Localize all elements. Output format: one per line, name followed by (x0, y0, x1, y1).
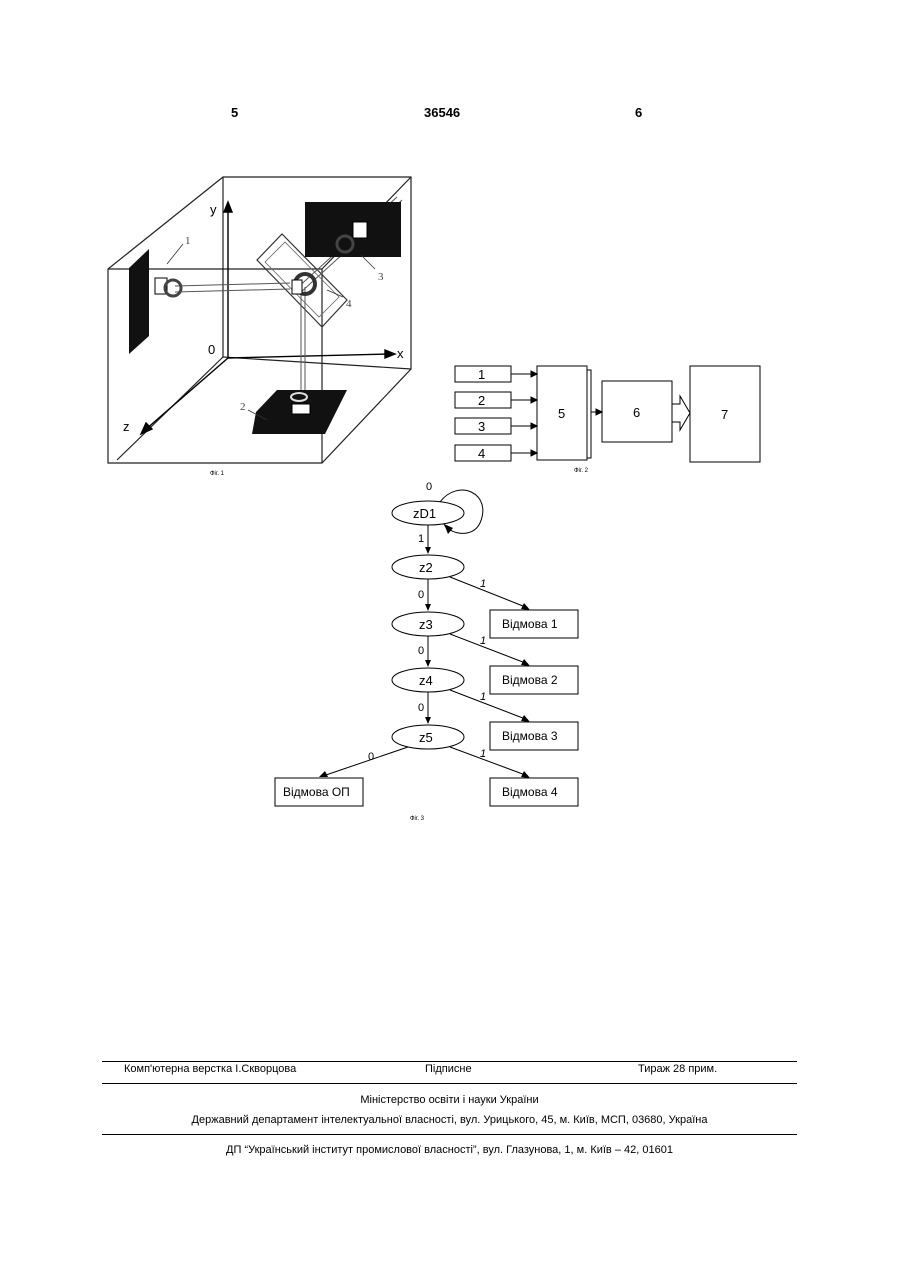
footer-rule-bottom (102, 1134, 797, 1135)
input-label-2: 2 (478, 393, 485, 408)
edge-label-z4-0: 0 (418, 702, 424, 714)
axis-x-label: x (397, 346, 404, 361)
edge-label-z5-0: 0 (368, 751, 374, 763)
label-1: 1 (185, 235, 191, 247)
node-label-z3: z3 (419, 617, 433, 632)
footer-circulation: Тираж 28 прим. (638, 1063, 717, 1075)
edge-label-z3-0: 0 (418, 645, 424, 657)
edge-label-loop-0: 0 (426, 481, 432, 493)
page-number-left: 5 (231, 105, 238, 120)
edge-label-z4-1: 1 (480, 691, 486, 703)
input-label-3: 3 (478, 419, 485, 434)
footer-department: Державний департамент інтелектуальної вл… (102, 1114, 797, 1126)
edge-label-z5-1: 1 (480, 748, 486, 760)
input-label-4: 4 (478, 446, 485, 461)
figure-2: 1 2 3 4 5 6 7 (450, 360, 770, 465)
figure-3: zD1 z2 z3 z4 z5 Відмова 1 Відмова 2 Відм… (268, 478, 598, 818)
edge-label-z2-0: 0 (418, 589, 424, 601)
node-label-z5: z5 (419, 730, 433, 745)
edge-label-z2-1: 1 (480, 578, 486, 590)
figure-3-caption: Фіг. 3 (410, 816, 424, 822)
block-5-shadow (587, 370, 591, 458)
block-arrow (672, 396, 690, 430)
figure-2-caption: Фіг. 2 (574, 468, 588, 474)
edge-label-zd1-1: 1 (418, 533, 424, 545)
footer-ministry: Міністерство освіти і науки України (102, 1094, 797, 1106)
block-5-label: 5 (558, 406, 565, 421)
patent-number: 36546 (424, 105, 460, 120)
origin-label: 0 (208, 342, 215, 357)
failure-label-2: Відмова 2 (502, 673, 558, 687)
footer-signed: Підписне (425, 1063, 472, 1075)
block-6-label: 6 (633, 405, 640, 420)
node-label-zd1: zD1 (413, 506, 436, 521)
page-number-right: 6 (635, 105, 642, 120)
failure-label-1: Відмова 1 (502, 617, 558, 631)
label-3: 3 (378, 271, 384, 283)
failure-label-op: Відмова ОП (283, 785, 350, 799)
figure-1: y x z 0 1 2 3 4 (107, 172, 427, 472)
failure-label-3: Відмова 3 (502, 729, 558, 743)
block-7-label: 7 (721, 407, 728, 422)
node-label-z2: z2 (419, 560, 433, 575)
input-label-1: 1 (478, 367, 485, 382)
footer-rule-top (102, 1061, 797, 1062)
label-4: 4 (346, 298, 352, 310)
axis-z-label: z (123, 419, 130, 434)
panel-1 (129, 249, 149, 354)
label-2: 2 (240, 401, 246, 413)
axis-y-label: y (210, 202, 217, 217)
footer-institute: ДП “Український інститут промислової вла… (102, 1144, 797, 1156)
failure-label-4: Відмова 4 (502, 785, 558, 799)
figure-1-caption: Фіг. 1 (210, 471, 224, 477)
edge-label-z3-1: 1 (480, 635, 486, 647)
node-label-z4: z4 (419, 673, 433, 688)
footer-layout-credit: Комп'ютерна верстка І.Скворцова (124, 1063, 296, 1075)
footer-rule-middle (102, 1083, 797, 1084)
